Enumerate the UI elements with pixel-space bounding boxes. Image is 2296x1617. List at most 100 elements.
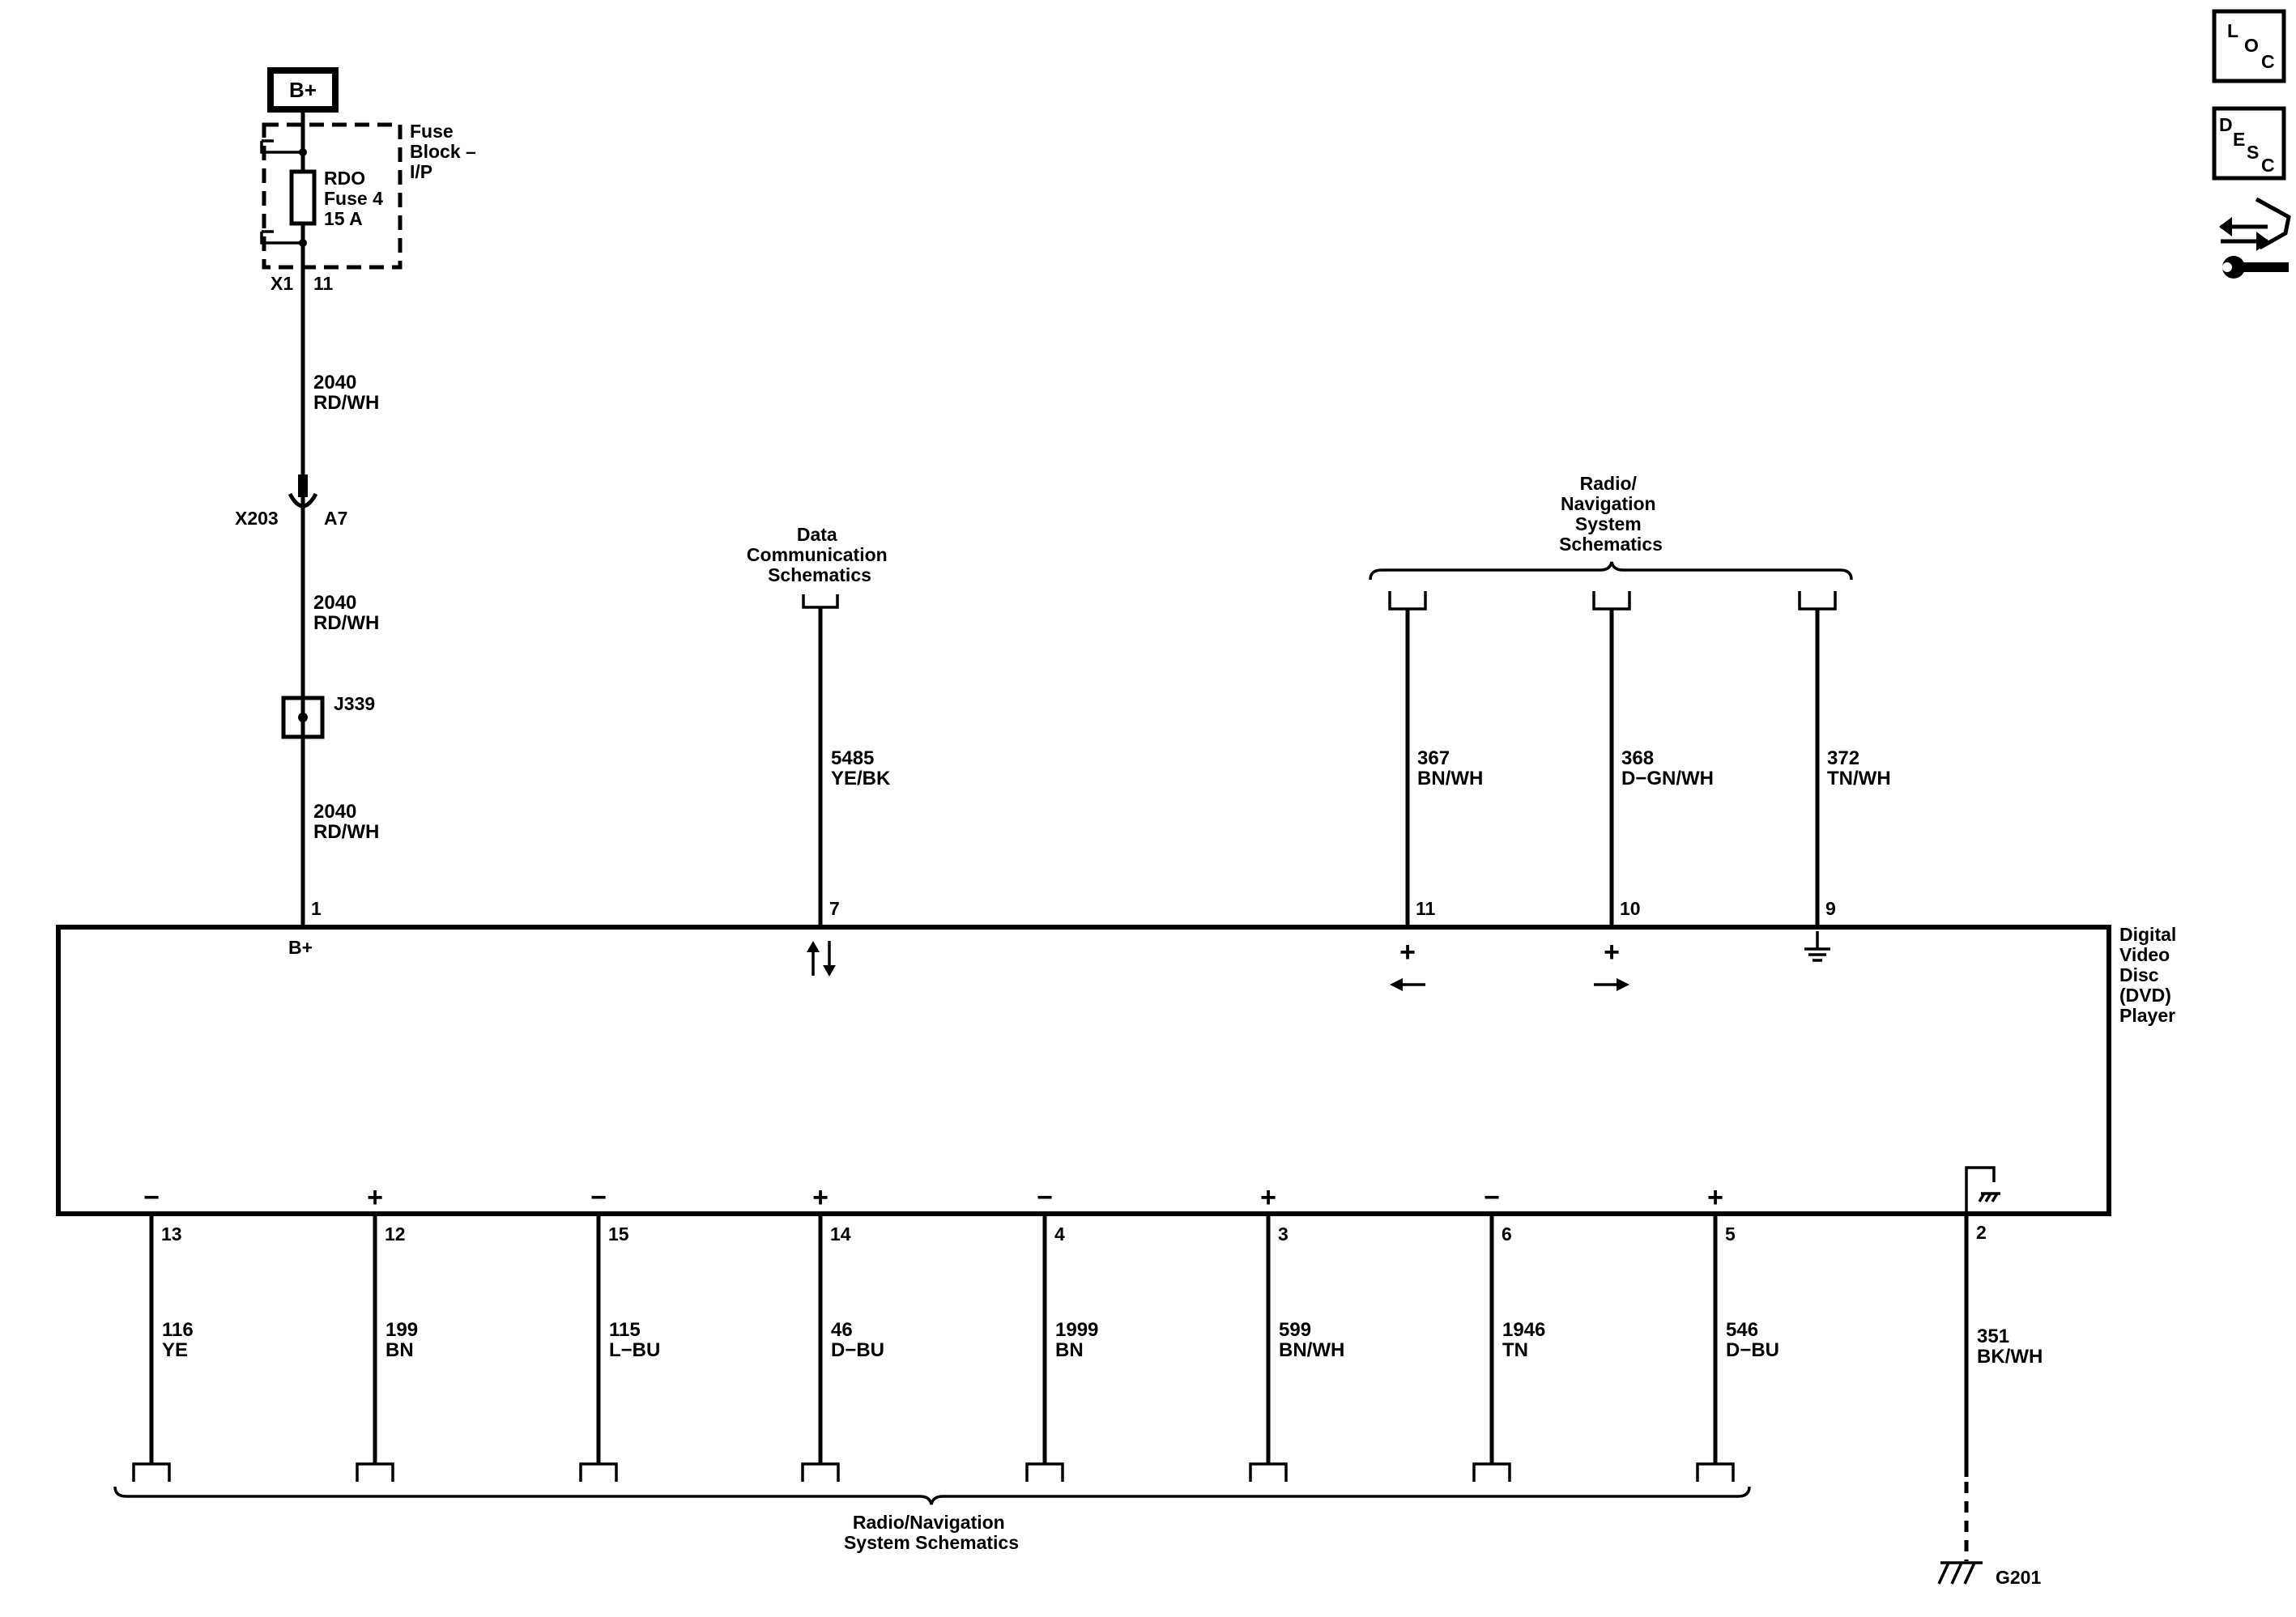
- svg-text:C: C: [2261, 155, 2275, 176]
- b-plus-inner-label: B+: [288, 937, 313, 958]
- pin-11-label: 11: [1416, 898, 1436, 919]
- pin-label: 3: [1278, 1223, 1289, 1245]
- polarity-sign: −: [143, 1182, 160, 1213]
- polarity-sign: +: [367, 1182, 383, 1213]
- pin-label: 13: [161, 1223, 182, 1245]
- pin-label: 15: [608, 1223, 629, 1245]
- polarity-sign: +: [1399, 937, 1416, 968]
- data-comm-reference: Data Communication Schematics: [747, 524, 892, 585]
- dvd-player-name: Digital Video Disc (DVD) Player: [2119, 924, 2182, 1026]
- reference-terminal: [1249, 1462, 1288, 1482]
- fuse-rating: RDO Fuse 4 15 A: [324, 168, 388, 229]
- wire-372-label: 372 TN/WH: [1827, 747, 1891, 789]
- fuse-block-name: Fuse Block – I/P: [410, 121, 481, 182]
- svg-text:S: S: [2247, 142, 2259, 163]
- reference-terminal: [356, 1462, 394, 1482]
- svg-text:L: L: [2227, 20, 2238, 41]
- pin-1-label: 1: [311, 898, 322, 919]
- polarity-sign: −: [1037, 1182, 1053, 1213]
- polarity-sign: −: [590, 1182, 607, 1213]
- fuse-connector-label: X1: [270, 273, 293, 294]
- wire-367-label: 367 BN/WH: [1417, 747, 1483, 789]
- wire-351-label: 351 BK/WH: [1977, 1326, 2043, 1368]
- radio-nav-top-label: Radio/ Navigation System Schematics: [1559, 473, 1663, 555]
- pin-label: 12: [385, 1223, 406, 1245]
- location-icon[interactable]: L O C: [2212, 9, 2286, 83]
- wire-2040-seg1: 2040 RD/WH: [313, 372, 379, 414]
- ground-wire: 2 351 BK/WH G201: [1937, 1166, 2043, 1588]
- wire-368: 368 D−GN/WH 10 +: [1592, 591, 1714, 991]
- radio-nav-bottom-label: Radio/Navigation System Schematics: [844, 1512, 1019, 1553]
- polarity-sign: +: [1260, 1182, 1276, 1213]
- radio-nav-top-reference: Radio/ Navigation System Schematics: [1369, 473, 1853, 581]
- data-communication-wire: Data Communication Schematics 5485 YE/BK…: [747, 524, 892, 977]
- polarity-sign: +: [1604, 937, 1620, 968]
- pin-10-label: 10: [1620, 898, 1641, 919]
- svg-text:E: E: [2233, 129, 2245, 150]
- description-icon[interactable]: D E S C: [2212, 106, 2286, 181]
- wire-2040-seg2: 2040 RD/WH: [313, 592, 379, 634]
- connector-repair-icon[interactable]: [2219, 197, 2291, 279]
- inline-connector-pin: A7: [324, 508, 347, 529]
- b-plus-label: B+: [289, 78, 317, 102]
- wire-372: 372 TN/WH 9: [1798, 591, 1891, 962]
- pin-label: 5: [1725, 1223, 1736, 1245]
- wire-2040-seg3: 2040 RD/WH: [313, 801, 379, 843]
- pin-label: 4: [1054, 1223, 1065, 1245]
- chassis-ground-icon: [1937, 1561, 1983, 1585]
- splice-label: J339: [334, 693, 375, 714]
- dvd-player-module: [56, 925, 2111, 1216]
- reference-terminal: [132, 1462, 171, 1482]
- wire-5485: 5485 YE/BK: [831, 747, 891, 789]
- pin-label: 6: [1502, 1223, 1512, 1245]
- ground-g201-label: G201: [1996, 1567, 2041, 1588]
- pin-label: 14: [830, 1223, 851, 1245]
- arrow-left-icon: [1390, 978, 1425, 991]
- b-plus-wire: 2040 RD/WH X203 A7 2040 RD/WH J339 2040 …: [235, 372, 379, 958]
- svg-text:O: O: [2244, 35, 2259, 56]
- reference-terminal: [801, 1462, 840, 1482]
- b-plus-source: B+: [267, 67, 339, 113]
- fuse-pin-label: 11: [313, 273, 334, 294]
- reference-terminal: [579, 1462, 618, 1482]
- radio-nav-bottom-reference: Radio/Navigation System Schematics: [113, 1486, 1751, 1553]
- bidirectional-data-icon: [807, 941, 836, 977]
- pin-7-label: 7: [829, 898, 840, 919]
- inline-connector-x203: X203: [235, 508, 279, 529]
- pin-9-label: 9: [1825, 898, 1836, 919]
- wire-367: 367 BN/WH 11 +: [1388, 591, 1483, 991]
- svg-text:C: C: [2261, 51, 2275, 72]
- polarity-sign: −: [1484, 1182, 1500, 1213]
- fuse-block: Fuse Block – I/P RDO Fuse 4 15 A X1 11: [260, 109, 481, 514]
- polarity-sign: +: [812, 1182, 829, 1213]
- signal-ground-icon: [1804, 931, 1830, 962]
- wire-368-label: 368 D−GN/WH: [1621, 747, 1714, 789]
- svg-text:D: D: [2219, 114, 2233, 135]
- fuse-symbol: [289, 169, 317, 226]
- reference-terminal: [1472, 1462, 1511, 1482]
- pin-2-label: 2: [1976, 1222, 1987, 1243]
- reference-terminal: [1025, 1462, 1064, 1482]
- polarity-sign: +: [1707, 1182, 1723, 1213]
- reference-terminal: [1696, 1462, 1735, 1482]
- case-ground-icon: [1978, 1192, 2000, 1202]
- arrow-right-icon: [1594, 978, 1629, 991]
